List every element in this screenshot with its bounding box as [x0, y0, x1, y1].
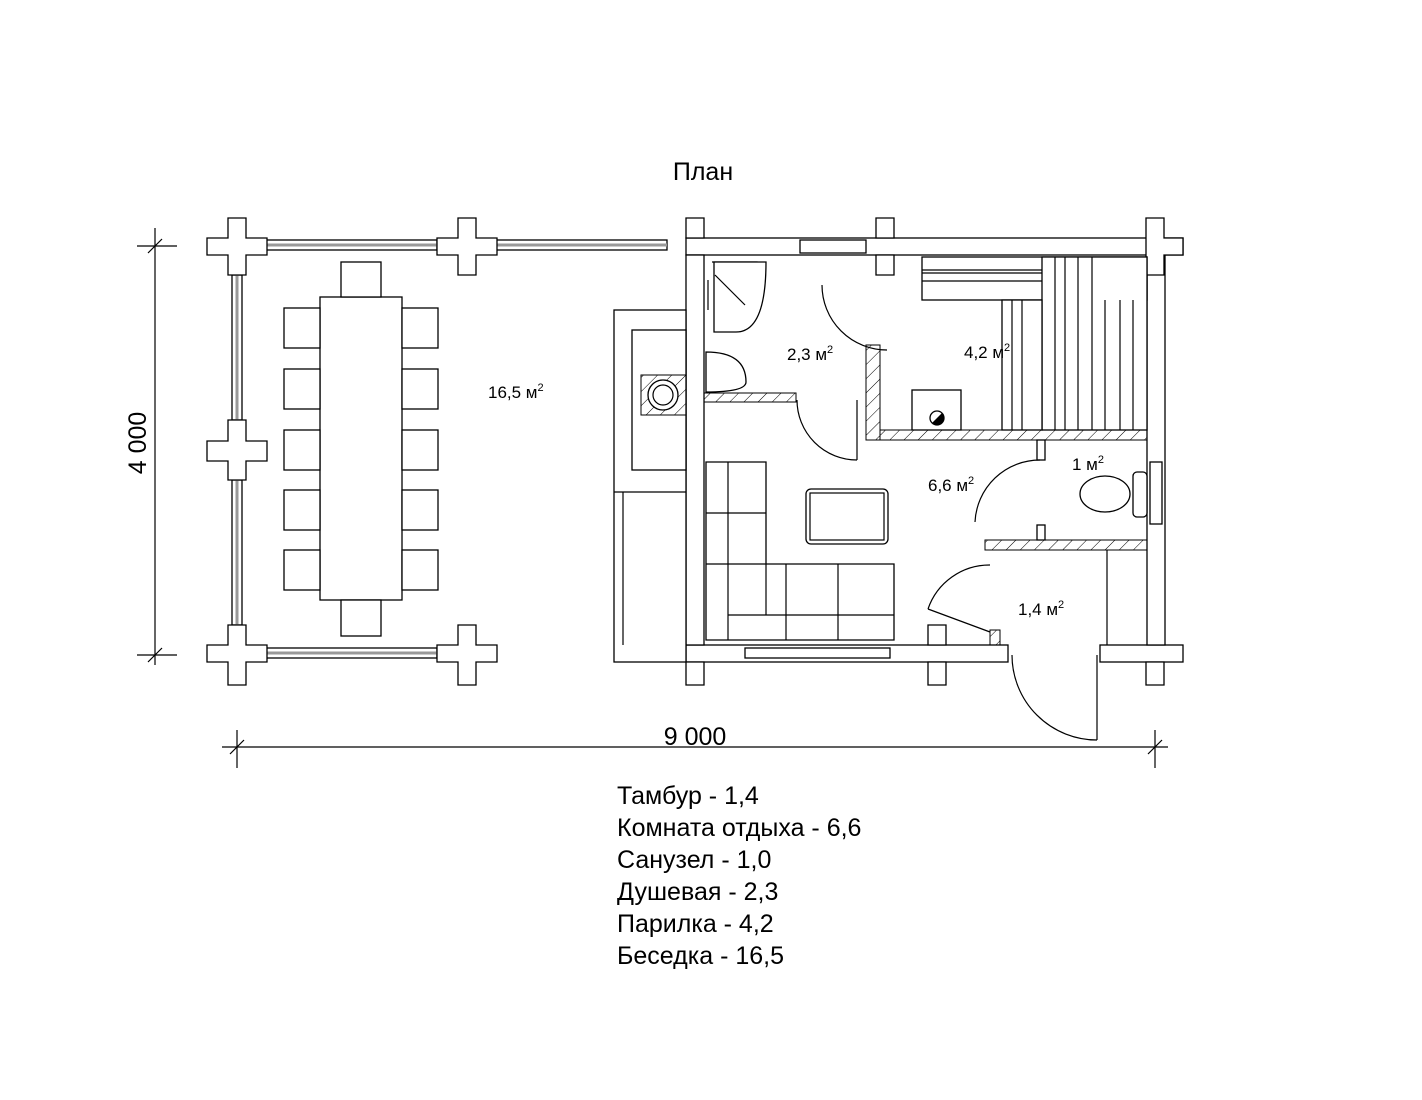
dimension-height-label: 4 000	[124, 412, 152, 475]
log-posts	[206, 217, 1184, 686]
dimension-width-label: 9 000	[664, 723, 727, 751]
room-area-dushevaya: 2,3 м2	[787, 344, 833, 364]
room-area-komnata: 6,6 м2	[928, 475, 974, 495]
legend-item: Санузел - 1,0	[617, 846, 772, 874]
legend-item: Парилка - 4,2	[617, 910, 774, 938]
legend-item: Душевая - 2,3	[617, 878, 779, 906]
sink	[705, 351, 747, 393]
dimension-height: 4 000	[124, 228, 177, 665]
sauna-benches	[921, 256, 1148, 431]
dimension-width: 9 000	[222, 723, 1168, 768]
toilet	[1079, 471, 1148, 518]
plan-title: План	[673, 158, 733, 186]
stove	[613, 309, 687, 663]
room-legend: Тамбур - 1,4 Комната отдыха - 6,6 Санузе…	[617, 780, 861, 972]
legend-item: Комната отдыха - 6,6	[617, 814, 862, 842]
room-area-besedka: 16,5 м2	[488, 382, 544, 402]
legend-item: Тамбур - 1,4	[617, 782, 759, 810]
sauna-heater	[911, 389, 962, 431]
walls	[685, 237, 1184, 663]
room-area-tambur: 1,4 м2	[1018, 599, 1064, 619]
dining-table	[319, 261, 403, 637]
chairs	[283, 307, 439, 591]
sofa	[705, 461, 895, 641]
doors	[796, 284, 1098, 741]
coffee-table	[805, 488, 889, 545]
legend-item: Беседка - 16,5	[617, 942, 785, 970]
room-area-parilka: 4,2 м2	[964, 342, 1010, 362]
room-area-sanuzel: 1 м2	[1072, 454, 1104, 474]
shower-cabin	[707, 261, 767, 333]
